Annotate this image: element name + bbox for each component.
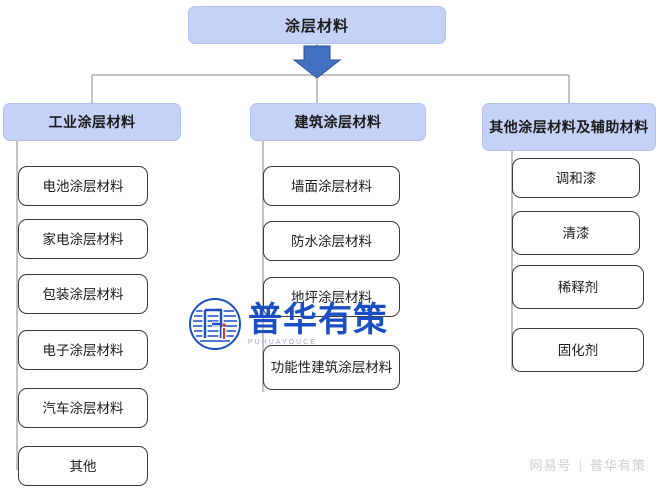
leaf-node[interactable]: 墙面涂层材料 [263,166,400,206]
leaf-node[interactable]: 包装涂层材料 [18,274,148,314]
leaf-node[interactable]: 电池涂层材料 [18,166,148,206]
down-arrow-icon [292,45,342,79]
corner-watermark: 网易号 | 普华有策 [530,455,646,474]
leaf-node[interactable]: 防水涂层材料 [263,221,400,261]
corner-watermark-source: 网易号 [529,458,572,473]
leaf-node[interactable]: 清漆 [512,211,640,255]
leaf-node[interactable]: 其他 [18,446,148,486]
leaf-node[interactable]: 功能性建筑涂层材料 [263,345,400,390]
corner-watermark-brand: 普华有策 [589,458,646,473]
leaf-node[interactable]: 汽车涂层材料 [18,388,148,428]
leaf-node[interactable]: 电子涂层材料 [18,330,148,370]
leaf-node[interactable]: 固化剂 [512,328,644,372]
corner-watermark-divider: | [578,457,583,472]
puhua-logo-icon [189,298,241,350]
leaf-node[interactable]: 家电涂层材料 [18,219,148,259]
root-node[interactable]: 涂层材料 [188,6,446,44]
leaf-node[interactable]: 调和漆 [512,158,640,198]
leaf-node[interactable]: 地坪涂层材料 [263,277,400,317]
category-node-industrial[interactable]: 工业涂层材料 [3,103,181,141]
category-node-architectural[interactable]: 建筑涂层材料 [250,103,426,141]
category-node-other[interactable]: 其他涂层材料及辅助材料 [482,103,656,151]
leaf-node[interactable]: 稀释剂 [512,265,644,309]
